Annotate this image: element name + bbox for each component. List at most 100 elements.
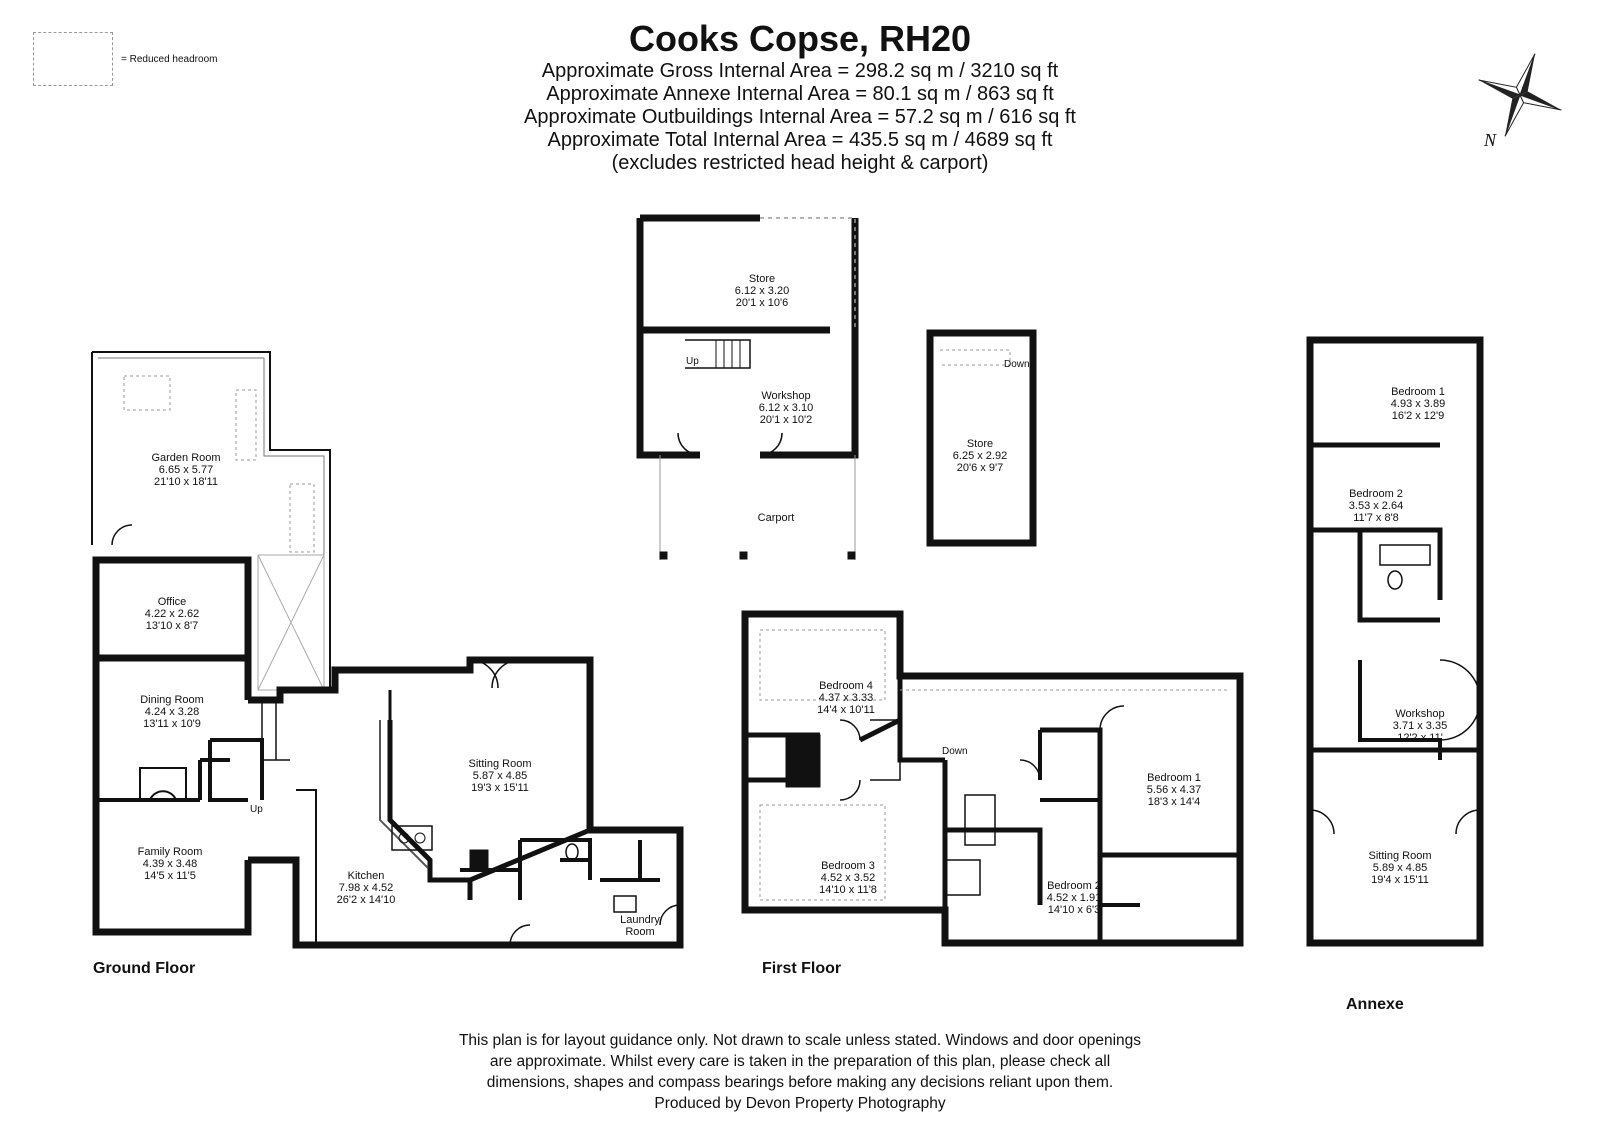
room-size-metric: 5.87 x 4.85 xyxy=(472,770,528,782)
room-office: Office 4.22 x 2.62 13'10 x 8'7 xyxy=(145,596,199,632)
room-size-imperial: 14'4 x 10'11 xyxy=(817,704,875,716)
room-size-metric: 7.98 x 4.52 xyxy=(338,882,394,894)
room-name: Bedroom 4 xyxy=(819,680,873,692)
room-bedroom-3: Bedroom 3 4.52 x 3.52 14'10 x 11'8 xyxy=(819,860,877,896)
room-size-imperial: 16'2 x 12'9 xyxy=(1391,410,1445,422)
ground-floor-label: Ground Floor xyxy=(93,960,196,977)
room-annexe-workshop: Workshop 3.71 x 3.35 12'2 x 11' xyxy=(1393,708,1447,744)
room-laundry-room: Laundry Room xyxy=(620,914,660,938)
compass-north-label: N xyxy=(1484,130,1497,150)
room-name: Carport xyxy=(757,512,795,524)
room-annexe-bedroom-1: Bedroom 1 4.93 x 3.89 16'2 x 12'9 xyxy=(1391,386,1445,422)
outbuilding-stair-up-label: Up xyxy=(686,356,699,367)
header: Cooks Copse, RH20 Approximate Gross Inte… xyxy=(200,18,1400,175)
room-name: Garden Room xyxy=(151,452,221,464)
gross-area: Approximate Gross Internal Area = 298.2 … xyxy=(541,60,1059,82)
room-size-metric: 3.53 x 2.64 xyxy=(1348,500,1404,512)
room-annexe-sitting-room: Sitting Room 5.89 x 4.85 19'4 x 15'11 xyxy=(1369,850,1432,886)
room-name: Bedroom 2 xyxy=(1349,488,1403,500)
room-name: Bedroom 1 xyxy=(1391,386,1445,398)
room-bedroom-1-first: Bedroom 1 5.56 x 4.37 18'3 x 14'4 xyxy=(1147,772,1201,808)
room-annexe-bedroom-2: Bedroom 2 3.53 x 2.64 11'7 x 8'8 xyxy=(1349,488,1403,524)
credit-line: Produced by Devon Property Photography xyxy=(654,1095,946,1112)
room-bedroom-2-first: Bedroom 2 4.52 x 1.91 14'10 x 6'3 xyxy=(1047,880,1101,916)
disclaimer: This plan is for layout guidance only. N… xyxy=(400,1030,1200,1114)
room-kitchen: Kitchen 7.98 x 4.52 26'2 x 14'10 xyxy=(337,870,396,906)
room-size-imperial: 18'3 x 14'4 xyxy=(1147,796,1201,808)
room-family-room: Family Room 4.39 x 3.48 14'5 x 11'5 xyxy=(138,846,203,882)
room-size-imperial: 26'2 x 14'10 xyxy=(336,894,396,906)
room-size-imperial: 13'11 x 10'9 xyxy=(143,718,201,730)
room-size-metric: 4.52 x 3.52 xyxy=(820,872,876,884)
room-size-imperial: 14'10 x 6'3 xyxy=(1047,904,1101,916)
disclaimer-line: dimensions, shapes and compass bearings … xyxy=(486,1074,1114,1091)
reduced-headroom-swatch xyxy=(33,32,113,86)
room-dining-room: Dining Room 4.24 x 3.28 13'11 x 10'9 xyxy=(140,694,204,730)
room-size-imperial: 13'10 x 8'7 xyxy=(145,620,199,632)
room-name: Bedroom 2 xyxy=(1047,880,1101,892)
room-size-imperial: 14'5 x 11'5 xyxy=(144,870,196,882)
garden-room-outline xyxy=(91,351,331,690)
first-floor-label: First Floor xyxy=(762,960,842,977)
room-name: Bedroom 3 xyxy=(821,860,875,872)
room-workshop: Workshop 6.12 x 3.10 20'1 x 10'2 xyxy=(759,390,813,426)
room-size-metric: 5.89 x 4.85 xyxy=(1372,862,1428,874)
room-size-metric: 4.93 x 3.89 xyxy=(1390,398,1446,410)
total-area: Approximate Total Internal Area = 435.5 … xyxy=(547,129,1053,151)
outbuildings-area: Approximate Outbuildings Internal Area =… xyxy=(524,106,1076,128)
room-size-metric: 4.22 x 2.62 xyxy=(144,608,200,620)
room-size-imperial: 21'10 x 18'11 xyxy=(154,476,218,488)
room-size-metric: 4.39 x 3.48 xyxy=(142,858,198,870)
room-size-metric: 3.71 x 3.35 xyxy=(1392,720,1448,732)
store-stair-down-label: Down xyxy=(1004,359,1030,370)
room-size-metric: 6.65 x 5.77 xyxy=(158,464,214,476)
room-store-second: Store 6.25 x 2.92 20'6 x 9'7 xyxy=(953,438,1007,474)
room-name: Kitchen xyxy=(347,870,385,882)
area-note: (excludes restricted head height & carpo… xyxy=(611,152,989,174)
room-name: Store xyxy=(748,273,776,285)
room-size-metric: 6.25 x 2.92 xyxy=(952,450,1008,462)
area-summary: Approximate Gross Internal Area = 298.2 … xyxy=(200,60,1400,175)
room-name: Workshop xyxy=(761,390,811,402)
room-size-imperial: 14'10 x 11'8 xyxy=(819,884,877,896)
room-name: Sitting Room xyxy=(1368,850,1432,862)
room-name: Family Room xyxy=(137,846,203,858)
room-size-metric: 5.56 x 4.37 xyxy=(1146,784,1202,796)
compass-rose-icon xyxy=(1478,53,1562,137)
room-size-imperial: 20'6 x 9'7 xyxy=(956,462,1004,474)
room-name: Workshop xyxy=(1395,708,1445,720)
room-name: Bedroom 1 xyxy=(1147,772,1201,784)
annexe-area: Approximate Annexe Internal Area = 80.1 … xyxy=(546,83,1054,105)
stair-up-label: Up xyxy=(250,804,263,815)
plan-title: Cooks Copse, RH20 xyxy=(628,18,972,59)
room-name: Dining Room xyxy=(140,694,204,706)
room-size-metric: 4.24 x 3.28 xyxy=(144,706,200,718)
disclaimer-line: This plan is for layout guidance only. N… xyxy=(458,1032,1142,1049)
room-size-imperial: 12'2 x 11' xyxy=(1397,732,1443,744)
room-size-imperial: 11'7 x 8'8 xyxy=(1353,512,1399,524)
room-size-metric: 4.52 x 1.91 xyxy=(1046,892,1102,904)
legend-label: = Reduced headroom xyxy=(121,54,218,65)
room-size-metric: 6.12 x 3.10 xyxy=(758,402,814,414)
room-sitting-room: Sitting Room 5.87 x 4.85 19'3 x 15'11 xyxy=(469,758,532,794)
room-name: Laundry xyxy=(620,914,660,926)
room-store-outbuilding: Store 6.12 x 3.20 20'1 x 10'6 xyxy=(735,273,789,309)
room-name: Store xyxy=(966,438,994,450)
room-name-line-2: Room xyxy=(625,926,655,938)
room-size-imperial: 20'1 x 10'2 xyxy=(759,414,813,426)
room-garden-room: Garden Room 6.65 x 5.77 21'10 x 18'11 xyxy=(151,452,220,488)
first-floor-stair-down-label: Down xyxy=(942,746,968,757)
annexe-label: Annexe xyxy=(1346,996,1404,1013)
room-size-imperial: 19'4 x 15'11 xyxy=(1371,874,1429,886)
room-size-imperial: 19'3 x 15'11 xyxy=(471,782,529,794)
room-name: Office xyxy=(157,596,187,608)
room-name: Sitting Room xyxy=(468,758,532,770)
legend: = Reduced headroom xyxy=(33,32,217,86)
room-size-imperial: 20'1 x 10'6 xyxy=(735,297,789,309)
room-bedroom-4: Bedroom 4 4.37 x 3.33 14'4 x 10'11 xyxy=(817,680,875,716)
room-size-metric: 4.37 x 3.33 xyxy=(818,692,874,704)
room-size-metric: 6.12 x 3.20 xyxy=(734,285,790,297)
room-carport: Carport xyxy=(758,512,795,524)
disclaimer-line: are approximate. Whilst every care is ta… xyxy=(489,1053,1111,1070)
